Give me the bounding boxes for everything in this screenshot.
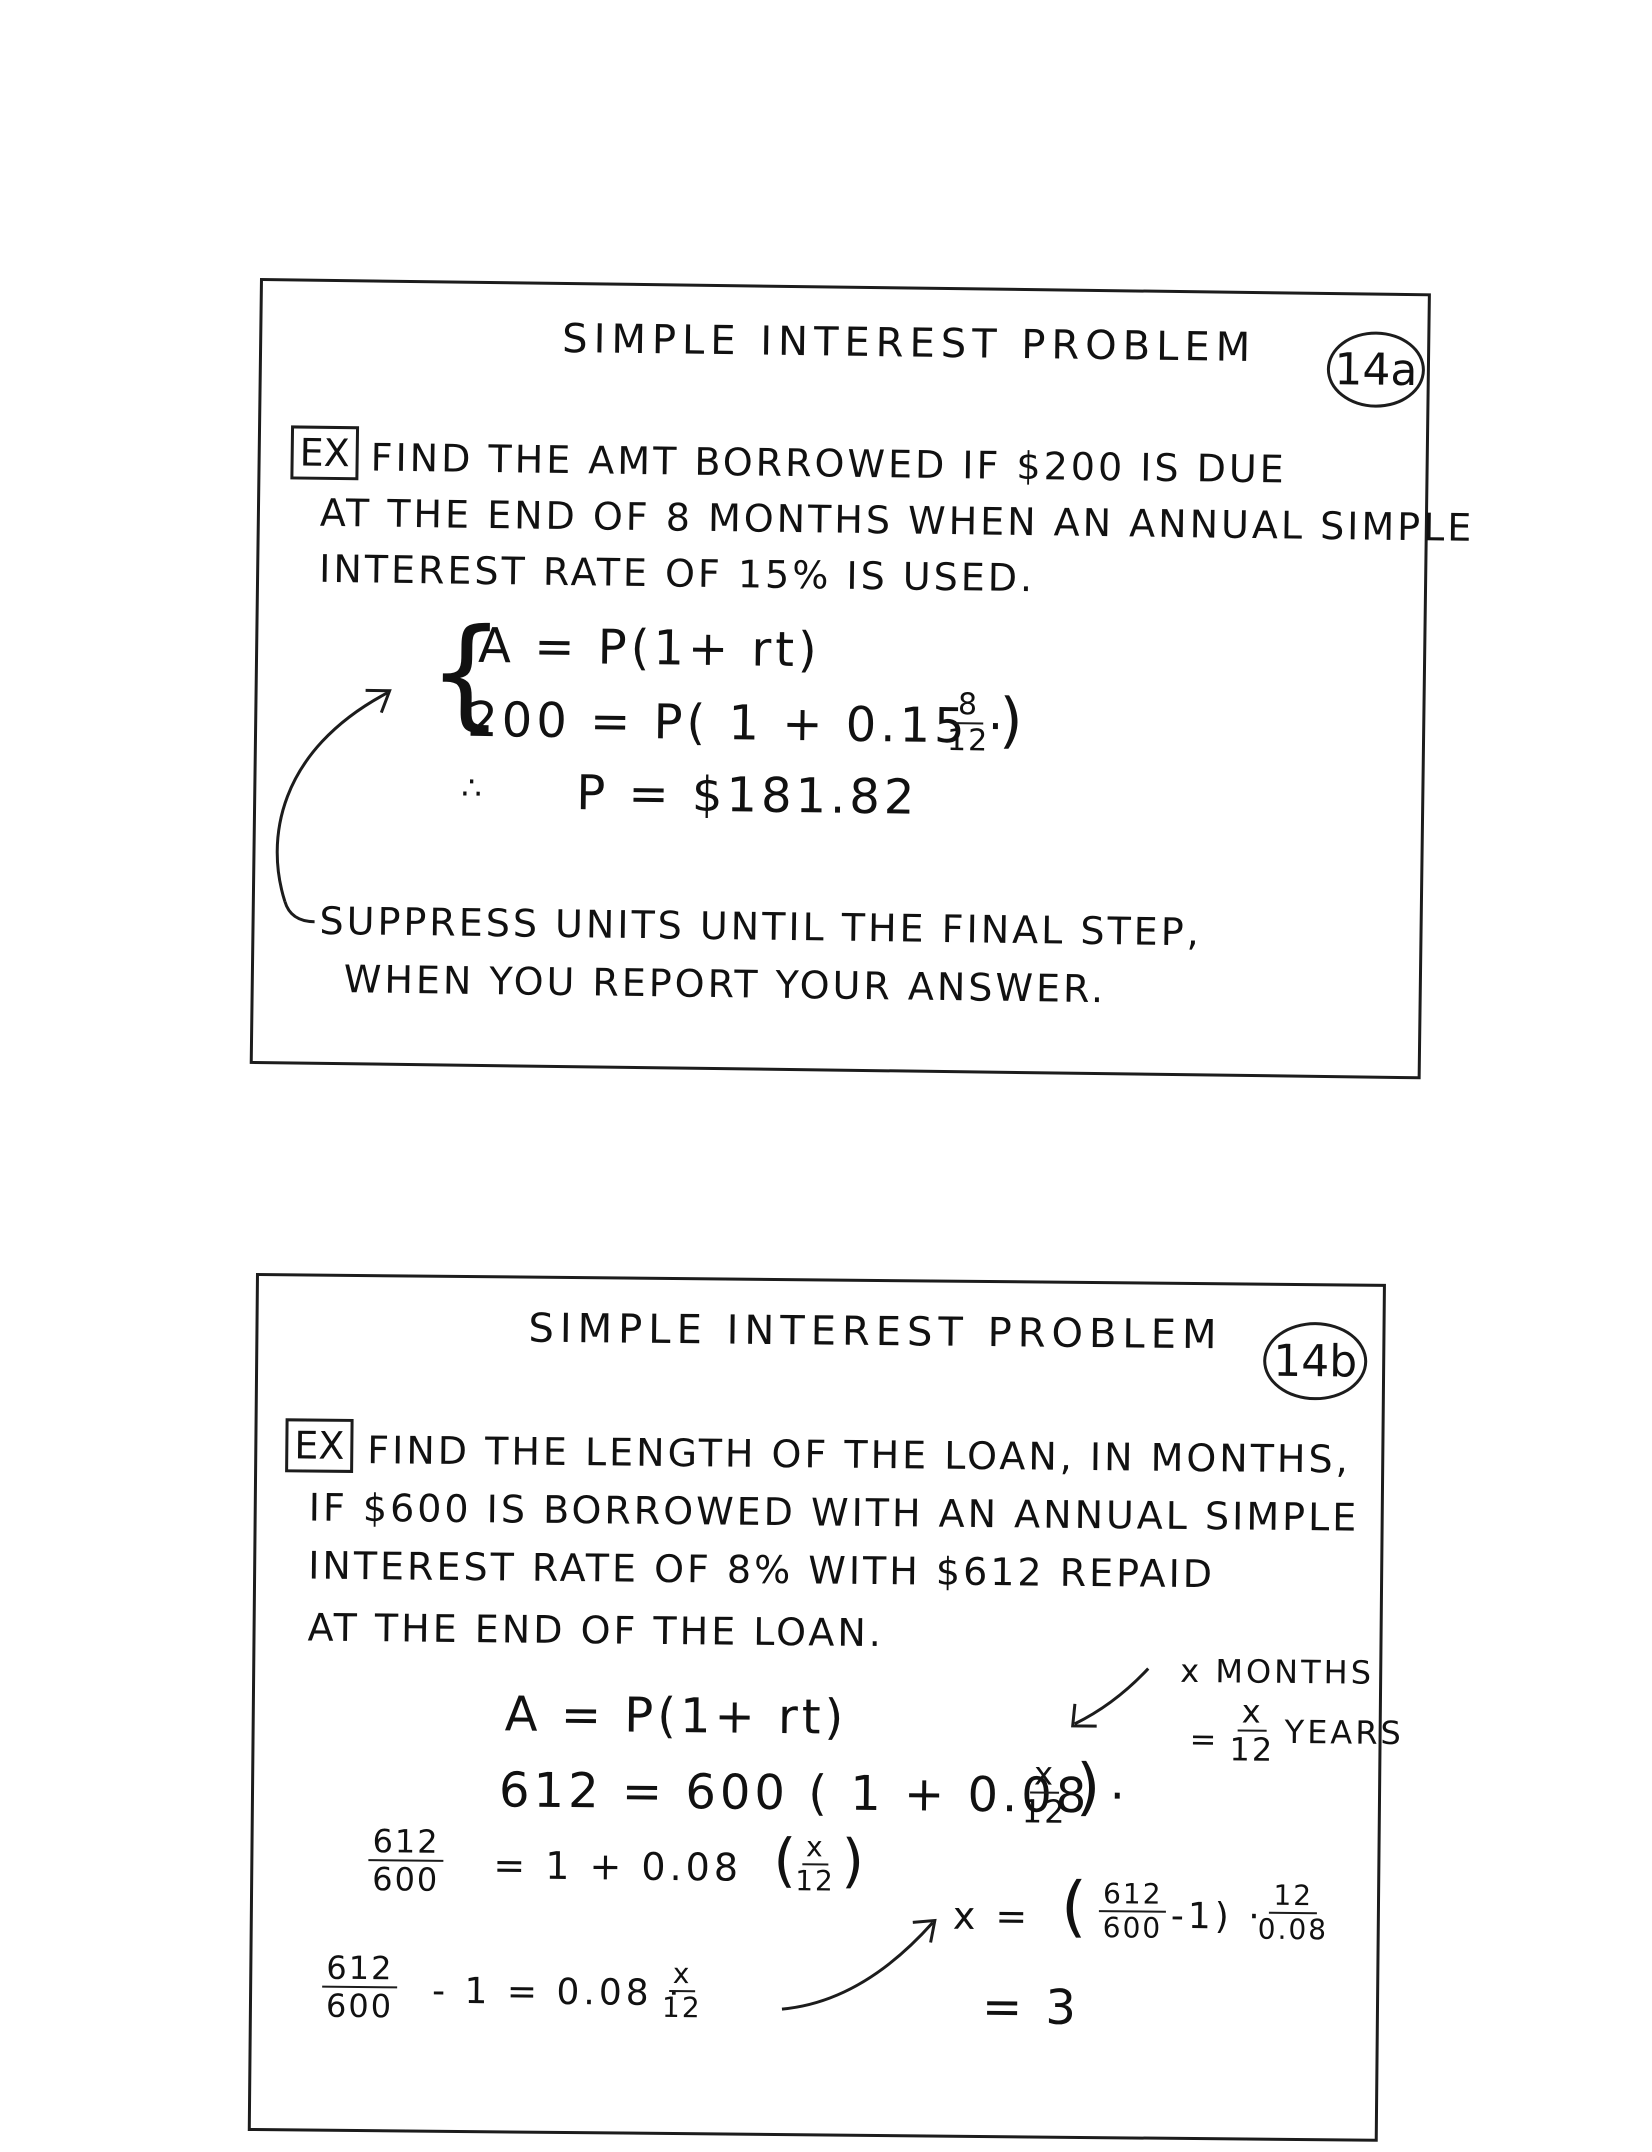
note-line-1: SUPPRESS UNITS UNTIL THE FINAL STEP,: [319, 898, 1203, 955]
note-line-2: WHEN YOU REPORT YOUR ANSWER.: [343, 957, 1107, 1012]
slide-14a: SIMPLE INTEREST PROBLEM 14a EX FIND THE …: [249, 278, 1475, 1080]
arrow-curve: [275, 688, 392, 924]
slide-14b: SIMPLE INTEREST PROBLEM 14b EX FIND THE …: [247, 1273, 1404, 2142]
annotation-arrows: [781, 1667, 1150, 2011]
